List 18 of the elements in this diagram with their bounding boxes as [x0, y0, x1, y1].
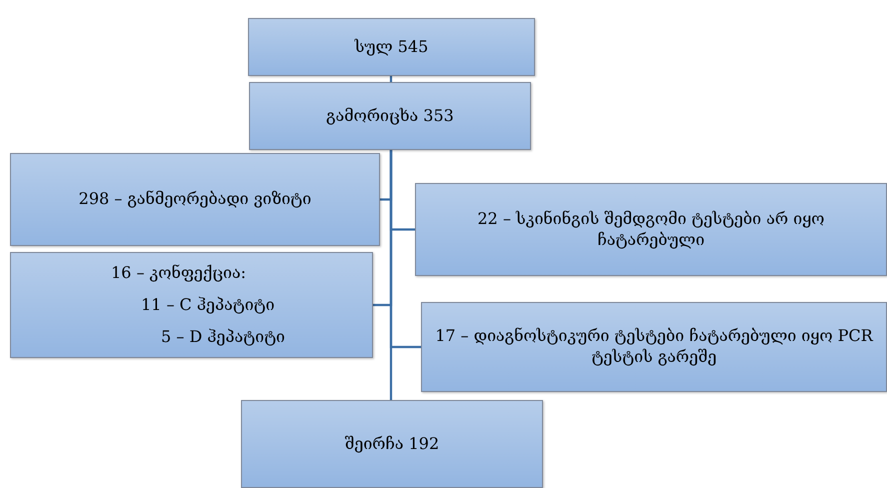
process-box — [248, 18, 535, 76]
process-box — [10, 153, 380, 246]
box-text: 11 – C ჰეპატიტი — [141, 294, 275, 316]
box-text: გამორიცხა 353 — [326, 106, 454, 126]
process-box — [421, 302, 887, 392]
box-text: 16 – კონფექცია: — [111, 262, 246, 284]
box-text: 5 – D ჰეპატიტი — [161, 326, 285, 348]
box-text: 17 – დიაგნოსტიკური ტესტები ჩატარებული იყო PCR ტესტის გარეშე — [434, 326, 874, 368]
connector-line — [390, 76, 392, 82]
box-text: შეირჩა 192 — [344, 434, 440, 454]
process-box — [249, 82, 531, 150]
process-box — [10, 252, 373, 358]
box-text: 298 – განმეორებადი ვიზიტი — [78, 189, 312, 210]
process-box — [415, 183, 887, 276]
box-text: 22 – სკინინგის შემდგომი ტესტები არ იყო ჩატარებული — [476, 208, 826, 250]
connector-line — [390, 150, 392, 400]
box-text: სულ 545 — [354, 36, 428, 58]
process-box — [241, 400, 543, 488]
